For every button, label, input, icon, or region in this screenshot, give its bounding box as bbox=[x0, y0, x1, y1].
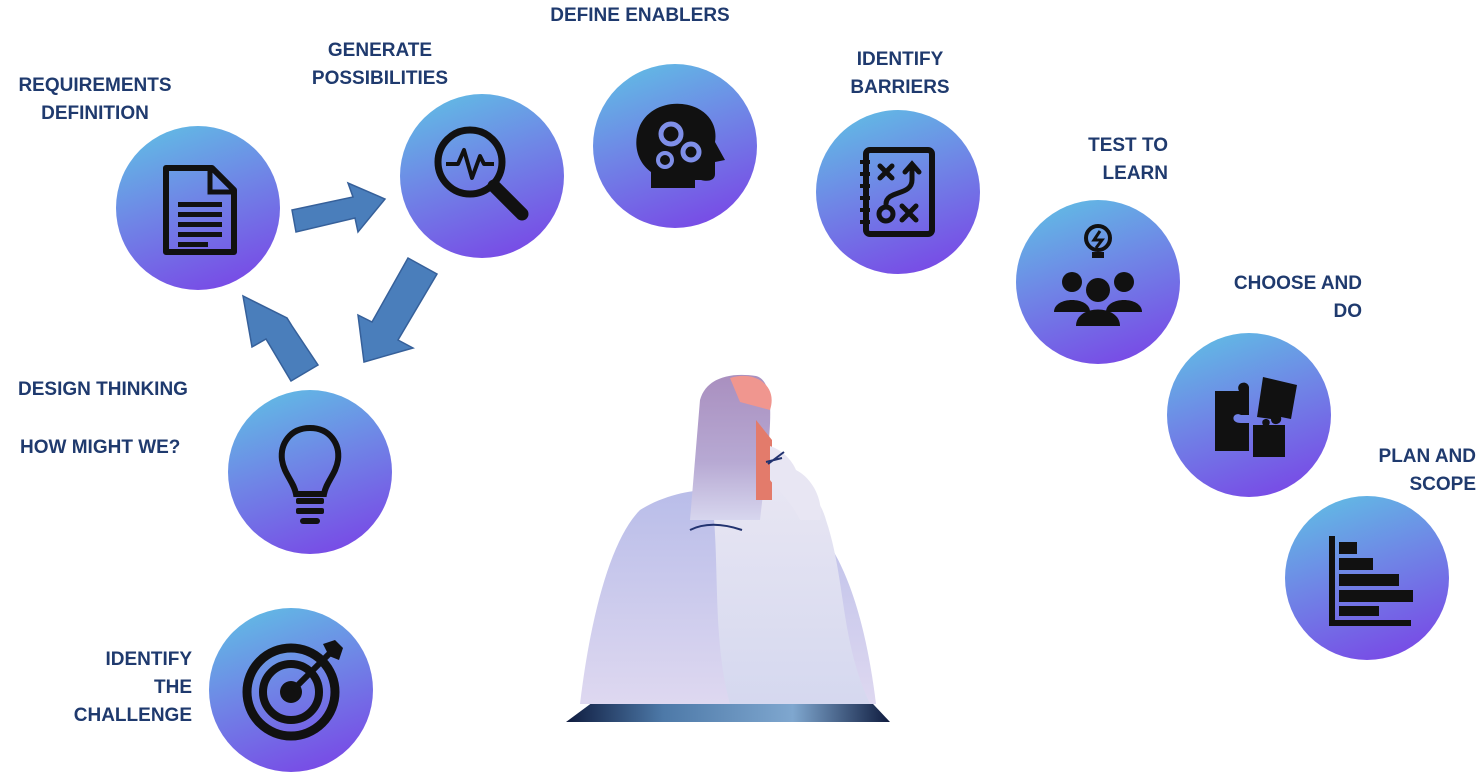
lightbulb-icon bbox=[278, 424, 342, 524]
magnifier-pulse-icon bbox=[434, 126, 529, 221]
step-identify-challenge bbox=[209, 608, 373, 772]
step-requirements bbox=[116, 126, 280, 290]
step-design-thinking bbox=[228, 390, 392, 554]
team-idea-icon bbox=[1054, 224, 1142, 326]
arrow-generate-to-design bbox=[357, 256, 439, 363]
document-icon bbox=[163, 165, 237, 255]
head-gears-icon bbox=[636, 103, 725, 188]
step-barriers bbox=[816, 110, 980, 274]
label-design-thinking: DESIGN THINKING bbox=[18, 379, 188, 400]
label-how-might-we: HOW MIGHT WE? bbox=[20, 437, 181, 458]
step-plan bbox=[1285, 496, 1449, 660]
strategy-board-icon bbox=[860, 147, 935, 237]
step-enablers bbox=[593, 64, 757, 228]
arrow-design-to-requirements bbox=[242, 294, 320, 383]
step-generate bbox=[400, 94, 564, 258]
label-enablers: DEFINE ENABLERS bbox=[550, 5, 730, 26]
arrow-requirements-to-generate bbox=[291, 181, 387, 234]
target-icon bbox=[242, 640, 343, 741]
step-choose bbox=[1167, 333, 1331, 497]
puzzle-icon bbox=[1215, 377, 1297, 457]
bar-chart-icon bbox=[1329, 536, 1413, 626]
step-test bbox=[1016, 200, 1180, 364]
